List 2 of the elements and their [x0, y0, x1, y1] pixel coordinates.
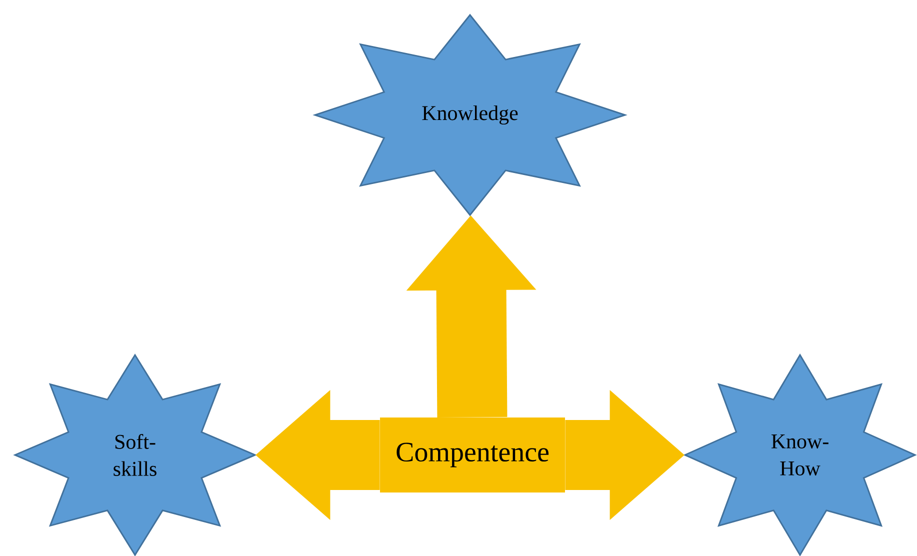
node-label: Compentence	[396, 442, 549, 468]
arrow-body: Compentence	[380, 418, 565, 492]
